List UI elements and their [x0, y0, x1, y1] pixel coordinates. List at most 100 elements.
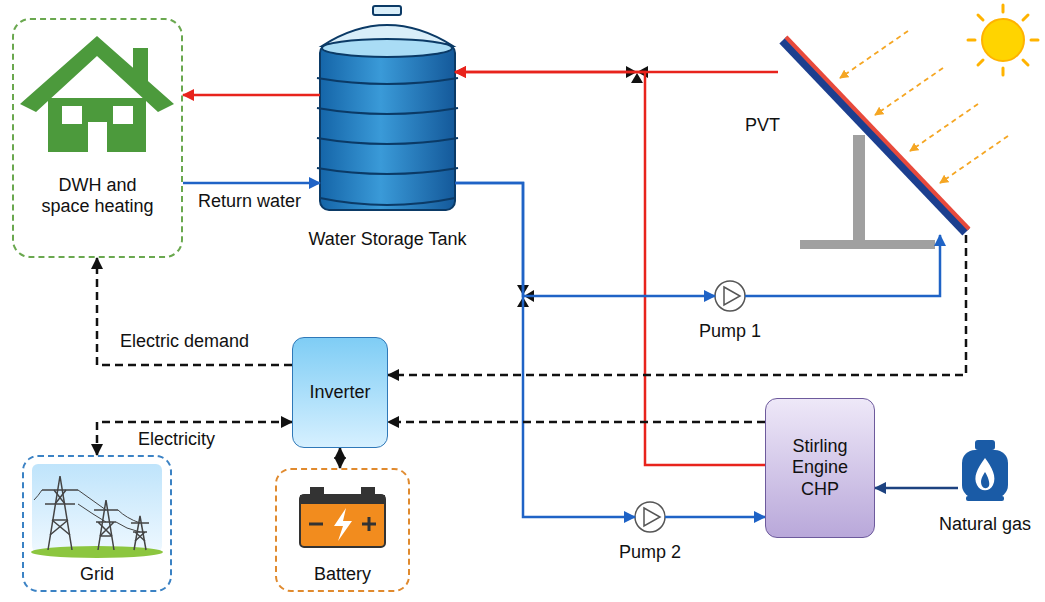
pvt-panel	[783, 40, 966, 232]
sun-icon	[978, 15, 983, 20]
house-icon	[48, 98, 146, 152]
gas-cylinder-icon	[966, 496, 1004, 501]
house-icon	[20, 36, 174, 152]
valve-symbol	[631, 73, 643, 83]
electric-connector	[388, 235, 966, 375]
tank-icon	[317, 138, 458, 144]
power-grid-icon	[32, 464, 162, 552]
valve-symbol	[517, 66, 648, 307]
power-grid-icon	[94, 510, 118, 536]
pvt-panel	[853, 135, 865, 243]
pump-node: Pump 2	[635, 502, 665, 532]
pipe-connector	[455, 183, 635, 517]
battery-icon	[309, 523, 323, 526]
pump-symbol	[715, 281, 745, 311]
tank-icon	[373, 6, 401, 15]
pipe-connector	[665, 516, 765, 519]
battery-icon	[300, 495, 385, 547]
battery-icon	[368, 517, 371, 531]
load-box: DWH and space heating	[12, 18, 183, 258]
tank-icon	[317, 6, 458, 210]
sun-icon	[968, 39, 975, 42]
house-icon	[88, 122, 107, 152]
tank-node: Water Storage Tank	[320, 10, 455, 215]
sun-icon	[968, 5, 1038, 75]
node-label: Pump 2	[619, 542, 681, 564]
gas-node: Natural gas	[958, 440, 1012, 502]
connector-label: Electricity	[136, 429, 217, 451]
pump-symbol	[644, 508, 660, 526]
electric-connector	[339, 448, 342, 468]
inverter-box: Inverter	[292, 337, 388, 448]
tank-icon	[320, 44, 455, 210]
sunlight-arrow	[840, 31, 908, 78]
sun-icon	[1002, 68, 1005, 75]
gas-cylinder-icon	[962, 450, 1008, 498]
power-grid-icon	[48, 476, 72, 550]
sunlight-arrow	[910, 104, 978, 151]
gas-cylinder-icon	[981, 472, 989, 488]
node-label: Grid	[80, 564, 114, 586]
connector-label: Return water	[196, 191, 303, 213]
battery-icon	[300, 495, 385, 504]
pipe-connector	[745, 235, 940, 296]
pvt-node: PVT	[778, 35, 970, 235]
power-grid-icon	[34, 476, 149, 550]
gas-cylinder-icon	[975, 458, 994, 490]
node-label: DWH and space heating	[38, 175, 158, 218]
pipe-connector	[455, 72, 765, 465]
power-grid-icon	[34, 490, 140, 532]
grid-box: Grid	[22, 455, 172, 592]
tank-icon	[320, 198, 455, 205]
node-label: Stirling Engine CHP	[780, 436, 860, 501]
node-label: PVT	[745, 115, 780, 137]
sun-icon	[1023, 15, 1028, 20]
node-label: Inverter	[309, 382, 370, 404]
battery-icon	[300, 487, 385, 547]
node-label: Natural gas	[939, 514, 1031, 536]
sunlight-arrow	[840, 31, 1008, 183]
sun-icon	[1031, 39, 1038, 42]
battery-box: Battery	[275, 468, 410, 592]
pipe-connector	[183, 182, 320, 185]
pump-symbol	[635, 281, 745, 532]
tank-icon	[317, 78, 458, 84]
sun-icon	[982, 19, 1024, 61]
house-icon	[62, 106, 82, 124]
gas-cylinder-icon	[962, 440, 1008, 501]
battery-icon	[334, 508, 352, 541]
power-grid-icon	[50, 490, 70, 535]
pipe-connector	[875, 487, 958, 490]
house-icon	[113, 106, 133, 124]
sun-icon	[1002, 5, 1005, 12]
tank-icon	[322, 39, 452, 57]
sunlight-arrow	[875, 68, 943, 115]
electric-connector	[97, 422, 292, 455]
pipe-connector	[183, 94, 320, 97]
sun-icon	[968, 5, 1038, 75]
tank-icon	[317, 108, 458, 114]
power-grid-icon	[42, 490, 78, 520]
tank-icon	[317, 168, 458, 174]
pvt-panel	[800, 240, 935, 249]
house-icon	[133, 48, 148, 84]
pipe-connector	[455, 183, 715, 296]
pvt-panel	[786, 37, 969, 229]
power-grid-icon	[31, 546, 163, 558]
gas-cylinder-icon	[975, 440, 995, 450]
sun-icon	[1023, 60, 1028, 65]
pvt-panel	[783, 37, 969, 249]
node-label: Pump 1	[699, 321, 761, 343]
node-label: Battery	[314, 564, 371, 586]
sun-icon	[978, 60, 983, 65]
chp-box: Stirling Engine CHP	[765, 398, 875, 538]
sunlight-arrow	[940, 136, 1008, 183]
pump-symbol	[724, 287, 740, 305]
electric-connector	[97, 258, 292, 365]
electric-connector	[388, 421, 765, 424]
pump-symbol	[635, 502, 665, 532]
pump-node: Pump 1	[715, 281, 745, 311]
node-label: Water Storage Tank	[308, 229, 466, 251]
